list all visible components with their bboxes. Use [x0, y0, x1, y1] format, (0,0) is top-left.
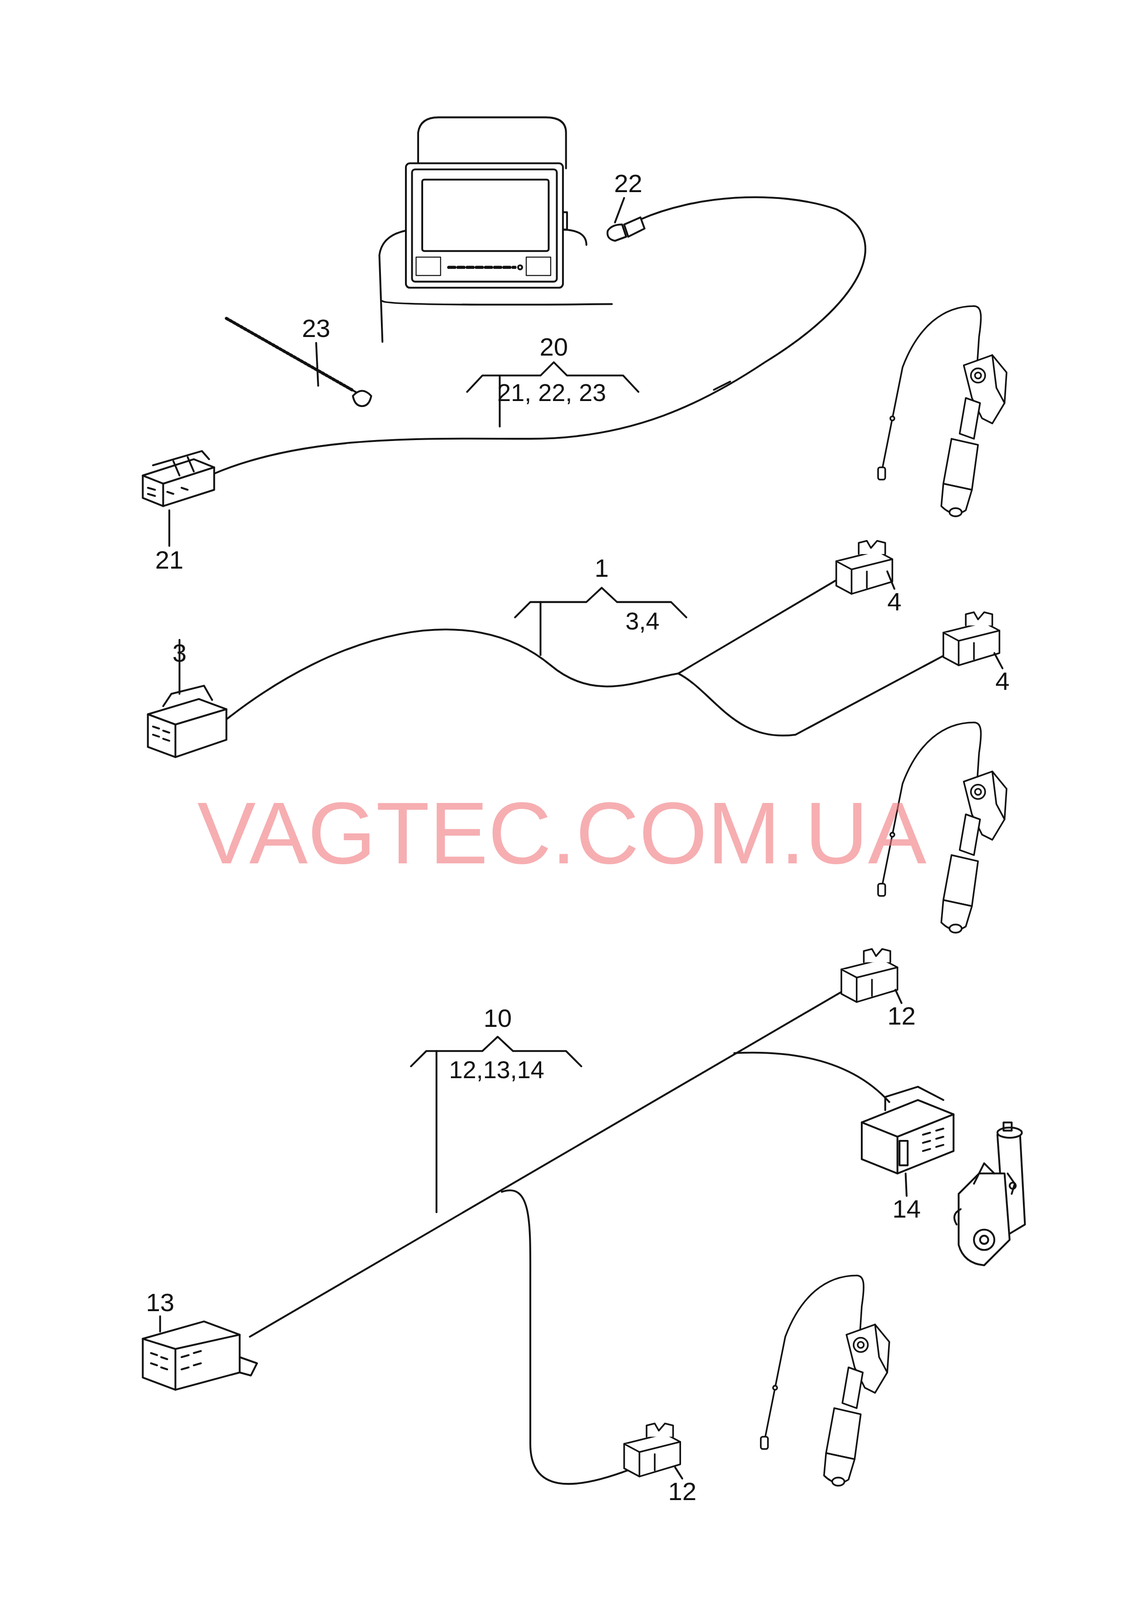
callout-number: 3 [172, 639, 187, 666]
bracket-label: 12,13,14 [449, 1057, 545, 1082]
callout-number: 10 [483, 1005, 512, 1031]
callout-number: 13 [145, 1289, 174, 1315]
callout-number: 4 [887, 588, 902, 615]
callout-number: 12 [887, 1002, 916, 1029]
callout-number: 12 [667, 1478, 697, 1504]
callout-number: 14 [892, 1195, 921, 1222]
callout-number: 21 [155, 547, 184, 573]
callout-number: 4 [995, 668, 1010, 694]
callout-number: 22 [613, 170, 643, 197]
callout-number: 1 [594, 555, 609, 581]
callout-number: 20 [539, 334, 568, 360]
callout-number: 23 [301, 315, 331, 341]
bracket-label: 21, 22, 23 [497, 380, 607, 405]
bracket-label: 3,4 [625, 608, 660, 634]
watermark: VAGTEC.COM.UA [197, 789, 927, 878]
